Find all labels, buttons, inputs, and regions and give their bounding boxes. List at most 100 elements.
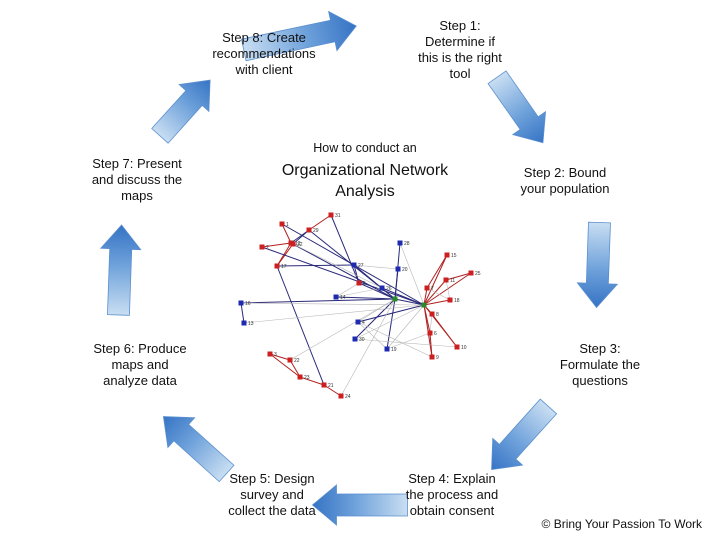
network-node-5 bbox=[356, 280, 362, 286]
network-node-label-29: 29 bbox=[313, 228, 319, 234]
network-node-label-9: 9 bbox=[436, 355, 439, 361]
edge-4-34 bbox=[357, 304, 425, 323]
network-node-8 bbox=[429, 311, 435, 317]
diagram-subtitle: How to conduct an bbox=[313, 141, 417, 155]
step-5-label: Step 5: Design survey and collect the da… bbox=[228, 471, 316, 518]
network-node-label-23: 23 bbox=[304, 375, 310, 381]
network-node-label-2: 2 bbox=[266, 245, 269, 251]
network-node-label-3: 3 bbox=[274, 352, 277, 358]
edge-2-34 bbox=[261, 246, 425, 306]
network-node-label-15: 15 bbox=[451, 253, 457, 259]
edge-19-33 bbox=[386, 298, 396, 350]
network-node-21 bbox=[321, 382, 327, 388]
step-7-label: Step 7: Present and discuss the maps bbox=[91, 156, 183, 203]
edge-30-34 bbox=[354, 304, 425, 340]
network-node-label-26: 26 bbox=[386, 286, 392, 292]
network-node-30 bbox=[352, 336, 358, 342]
edge-28-34 bbox=[399, 242, 425, 306]
network-node-label-27: 27 bbox=[358, 263, 364, 269]
network-node-label-13: 13 bbox=[248, 321, 254, 327]
network-node-label-25: 25 bbox=[475, 271, 481, 277]
network-node-label-24: 24 bbox=[345, 394, 351, 400]
network-node-label-20: 20 bbox=[402, 267, 408, 273]
network-node-29 bbox=[306, 227, 312, 233]
edge-33-24 bbox=[340, 298, 396, 397]
edge-5-33 bbox=[358, 282, 396, 300]
edge-15-7 bbox=[426, 254, 448, 289]
arrow-step7-to-8 bbox=[151, 79, 211, 144]
arrow-step6-to-7 bbox=[99, 224, 142, 316]
arrow-step1-to-2 bbox=[487, 70, 547, 144]
edge-14-26 bbox=[335, 287, 383, 298]
arrow-step5-to-6 bbox=[162, 416, 235, 483]
step-4-label: Step 4: Explain the process and obtain c… bbox=[405, 471, 499, 518]
network-node-19 bbox=[384, 346, 390, 352]
edge-4-19 bbox=[357, 321, 388, 350]
edge-23-21 bbox=[299, 376, 325, 386]
arrow-step8-to-1 bbox=[240, 10, 357, 62]
edge-6-19 bbox=[386, 332, 431, 350]
edge-3-22 bbox=[269, 353, 291, 361]
network-node-6 bbox=[427, 330, 433, 336]
edge-3-23 bbox=[269, 353, 301, 378]
network-node-label-10: 10 bbox=[461, 345, 467, 351]
edge-9-4 bbox=[357, 321, 433, 358]
network-node-label-7: 7 bbox=[431, 286, 434, 292]
edge-22-33 bbox=[289, 298, 396, 361]
edge-21-24 bbox=[323, 384, 342, 397]
edge-27-33 bbox=[353, 264, 396, 300]
network-node-7 bbox=[424, 285, 430, 291]
network-node-label-14: 14 bbox=[340, 295, 346, 301]
step-6-label: Step 6: Produce maps and analyze data bbox=[93, 341, 187, 388]
network-node-10 bbox=[454, 344, 460, 350]
network-node-9 bbox=[429, 354, 435, 360]
network-node-13 bbox=[241, 320, 247, 326]
edge-19-34 bbox=[386, 304, 425, 350]
network-node-22 bbox=[287, 357, 293, 363]
network-node-label-28: 28 bbox=[404, 241, 410, 247]
edge-31-5 bbox=[330, 214, 360, 284]
network-node-3 bbox=[267, 351, 273, 357]
network-node-23 bbox=[297, 374, 303, 380]
network-node-label-19: 19 bbox=[391, 347, 397, 353]
arrow-step3-to-4 bbox=[491, 398, 558, 471]
network-node-label-5: 5 bbox=[363, 281, 366, 287]
edge-30-33 bbox=[354, 298, 396, 340]
network-node-label-8: 8 bbox=[436, 312, 439, 318]
network-node-32 bbox=[290, 241, 296, 247]
network-node-label-12: 12 bbox=[295, 241, 301, 247]
edge-32-29 bbox=[292, 229, 310, 245]
edge-1-12 bbox=[281, 223, 292, 244]
copyright-notice: © Bring Your Passion To Work bbox=[541, 517, 702, 531]
network-node-label-4: 4 bbox=[362, 320, 365, 326]
network-node-27 bbox=[351, 262, 357, 268]
network-node-26 bbox=[379, 285, 385, 291]
network-node-2 bbox=[259, 244, 265, 250]
network-node-label-30: 30 bbox=[359, 337, 365, 343]
edge-34-7 bbox=[423, 287, 428, 306]
network-node-34 bbox=[421, 302, 427, 308]
edge-17-27 bbox=[276, 264, 355, 267]
edge-8-10 bbox=[431, 313, 458, 348]
edge-14-33 bbox=[335, 296, 396, 300]
diagram-title: Organizational Network Analysis bbox=[281, 162, 449, 200]
edge-34-18 bbox=[423, 299, 451, 306]
network-node-31 bbox=[328, 212, 334, 218]
network-node-33 bbox=[392, 296, 398, 302]
network-node-label-11: 11 bbox=[450, 278, 455, 284]
arrow-step2-to-3 bbox=[576, 221, 619, 309]
network-node-label-31: 31 bbox=[335, 213, 341, 219]
edge-10-30 bbox=[354, 338, 458, 348]
edge-27-5 bbox=[353, 264, 360, 284]
step-1-label: Step 1: Determine if this is the right t… bbox=[418, 18, 502, 81]
edge-12-26 bbox=[290, 242, 383, 289]
edge-27-20 bbox=[353, 264, 399, 270]
network-node-20 bbox=[395, 266, 401, 272]
network-node-1 bbox=[279, 221, 285, 227]
step-8-label: Step 8: Create recommendations with clie… bbox=[212, 30, 316, 77]
network-node-label-6: 6 bbox=[434, 331, 437, 337]
network-node-24 bbox=[338, 393, 344, 399]
edge-29-31 bbox=[308, 214, 332, 231]
